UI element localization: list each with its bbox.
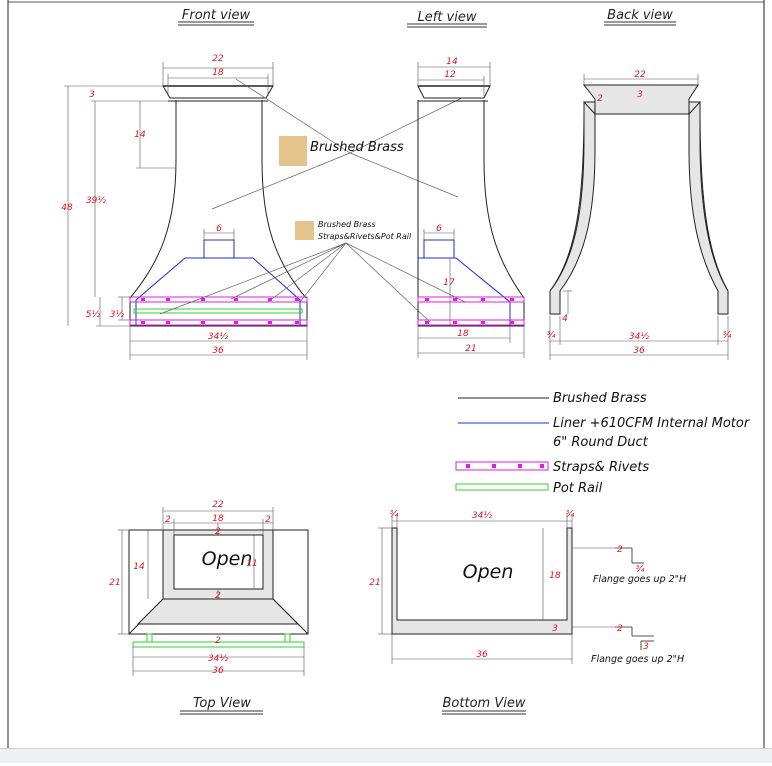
flange-details xyxy=(615,547,654,650)
dim-label: 34½ xyxy=(629,332,649,342)
legend-rail-swatch xyxy=(455,483,549,491)
dim-label: 21 xyxy=(109,578,120,588)
view-titles: Front view Left view Back view Top View … xyxy=(178,8,676,715)
bottom-dimension-labels: ¾ 34½ ¾ 21 18 3 36 2 ¾ 2 3 xyxy=(369,510,649,660)
window-status-bar xyxy=(0,748,772,763)
dim-label: 11 xyxy=(246,559,257,569)
top-open-label: Open xyxy=(202,548,253,570)
dim-label: ¾ xyxy=(723,331,732,341)
dim-label: 18 xyxy=(549,571,561,581)
back-view-title: Back view xyxy=(607,8,673,23)
dim-label: 2 xyxy=(215,636,221,646)
left-dimensions xyxy=(417,62,525,358)
bottom-open-label: Open xyxy=(463,561,514,583)
bottom-view: Open Flange goes up 2"H Flange goes up 2… xyxy=(391,527,686,665)
callout-brass: Brushed Brass xyxy=(310,140,404,155)
back-dimensions xyxy=(549,74,729,360)
dim-label: 18 xyxy=(212,68,224,78)
dim-label: 14 xyxy=(134,130,146,140)
dim-label: ¾ xyxy=(547,331,556,341)
bottom-dimensions xyxy=(378,514,615,664)
legend-brass: Brushed Brass xyxy=(553,391,647,406)
dim-label: ¾ xyxy=(566,510,575,520)
legend-pot-rail: Pot Rail xyxy=(553,481,603,496)
left-view xyxy=(417,85,525,327)
dim-label: 14 xyxy=(133,562,145,572)
top-view: Open xyxy=(128,529,309,648)
dim-label: 36 xyxy=(476,650,488,660)
top-view-title: Top View xyxy=(193,696,251,711)
legend-liner-1: Liner +610CFM Internal Motor xyxy=(553,416,751,431)
callouts: Brushed Brass Brushed Brass Straps&Rivet… xyxy=(279,136,412,241)
dim-label: 3 xyxy=(637,90,643,100)
top-dimension-labels: 22 18 2 2 2 14 21 11 2 2 34½ 36 xyxy=(109,500,271,676)
dim-label: 36 xyxy=(633,346,645,356)
dim-label: 34½ xyxy=(208,332,228,342)
dim-label: 17 xyxy=(443,278,455,288)
dim-label: 22 xyxy=(212,54,224,64)
dim-label: 36 xyxy=(212,666,224,676)
dim-label: 4 xyxy=(562,314,568,324)
dim-label: 5½ xyxy=(86,310,101,320)
dim-label: 21 xyxy=(465,344,476,354)
dim-label: 2 xyxy=(597,94,603,104)
legend-liner-2: 6" Round Duct xyxy=(553,435,649,450)
dim-label: 22 xyxy=(634,70,646,80)
callout-straps-2: Straps&Rivets&Pot Rail xyxy=(318,232,412,241)
straps-swatch xyxy=(295,221,314,240)
legend: Brushed Brass Liner +610CFM Internal Mot… xyxy=(455,391,751,496)
flange-note-2: Flange goes up 2"H xyxy=(591,654,684,665)
top-dimensions xyxy=(118,507,305,676)
dim-label: ¾ xyxy=(636,565,645,575)
front-dimension-labels: 22 18 3 14 48 39½ 6 5½ 3½ 34½ 36 xyxy=(61,54,228,356)
legend-straps: Straps& Rivets xyxy=(553,460,649,475)
back-view xyxy=(549,84,729,315)
dim-label: 18 xyxy=(212,514,224,524)
callout-straps-1: Brushed Brass xyxy=(318,220,376,229)
dim-label: 21 xyxy=(369,578,380,588)
dim-label: 3 xyxy=(89,90,95,100)
dim-label: 2 xyxy=(215,527,221,537)
front-dimensions xyxy=(64,62,308,360)
dim-label: 6 xyxy=(436,224,442,234)
front-view-title: Front view xyxy=(182,8,251,23)
dim-label: 48 xyxy=(61,203,73,213)
dim-label: 12 xyxy=(444,70,456,80)
left-view-title: Left view xyxy=(418,10,477,25)
dim-label: 2 xyxy=(617,545,623,555)
flange-note-1: Flange goes up 2"H xyxy=(593,574,686,585)
front-view xyxy=(129,78,479,327)
dim-label: 2 xyxy=(265,515,271,525)
dim-label: 2 xyxy=(165,515,171,525)
dim-label: 6 xyxy=(216,224,222,234)
dim-label: 34½ xyxy=(472,511,492,521)
dim-label: 36 xyxy=(212,346,224,356)
dim-label: 39½ xyxy=(86,196,106,206)
brass-swatch xyxy=(279,136,307,166)
dim-label: ¾ xyxy=(390,510,399,520)
dim-label: 3 xyxy=(552,624,558,634)
bottom-view-title: Bottom View xyxy=(443,696,526,711)
dim-label: 18 xyxy=(457,329,469,339)
back-dimension-labels: 22 3 2 4 ¾ 34½ ¾ 36 xyxy=(547,70,732,356)
dim-label: 22 xyxy=(212,500,224,510)
dim-label: 34½ xyxy=(208,654,228,664)
dim-label: 2 xyxy=(617,624,623,634)
dim-label: 2 xyxy=(215,591,221,601)
dim-label: 14 xyxy=(446,57,458,67)
dim-label: 3½ xyxy=(110,310,125,320)
dim-label: 3 xyxy=(643,642,649,652)
left-dimension-labels: 14 12 6 17 18 21 xyxy=(436,57,477,354)
legend-straps-swatch xyxy=(455,461,549,471)
